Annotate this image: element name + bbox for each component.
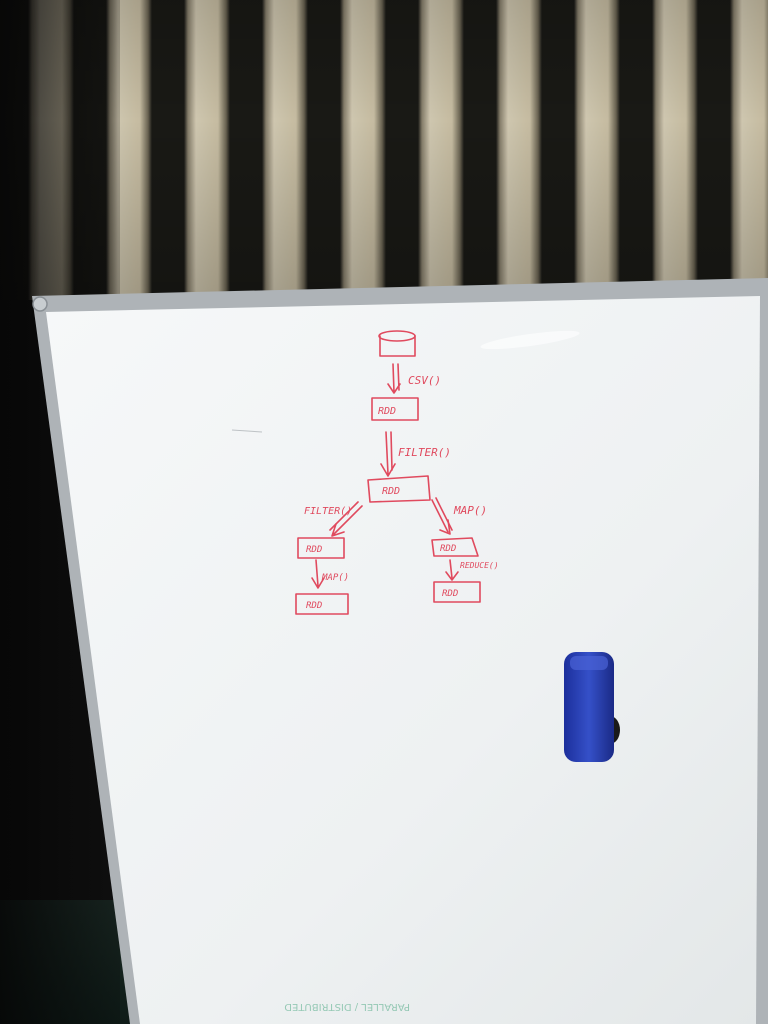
rdd-label-5: RDD — [306, 601, 322, 611]
rdd-label-1: RDD — [378, 406, 396, 417]
edge-label-map-2: MAP() — [321, 573, 349, 583]
edge-label-map-1: MAP() — [453, 504, 487, 517]
faint-bottom-text: PARALLEL / DISTRIBUTED — [284, 1001, 410, 1012]
rdd-label-4: RDD — [440, 544, 456, 554]
rdd-node-6 — [433, 581, 481, 603]
whiteboard-eraser — [564, 652, 620, 762]
rdd-node-5 — [295, 593, 349, 615]
rdd-label-3: RDD — [306, 545, 322, 555]
edge-label-reduce: REDUCE() — [460, 561, 499, 570]
rdd-label-6: RDD — [442, 589, 458, 599]
rdd-node-1 — [371, 397, 419, 421]
edge-label-csv: CSV() — [408, 374, 441, 387]
whiteboard-surface — [46, 296, 760, 1024]
window-blinds — [0, 0, 768, 300]
edge-label-filter-1: FILTER() — [398, 446, 451, 459]
rdd-node-2 — [367, 475, 431, 503]
rdd-node-3 — [297, 537, 345, 559]
rdd-node-4 — [431, 537, 479, 557]
database-icon — [378, 330, 416, 357]
rdd-label-2: RDD — [382, 486, 400, 497]
edge-label-filter-2: FILTER() — [304, 506, 352, 517]
